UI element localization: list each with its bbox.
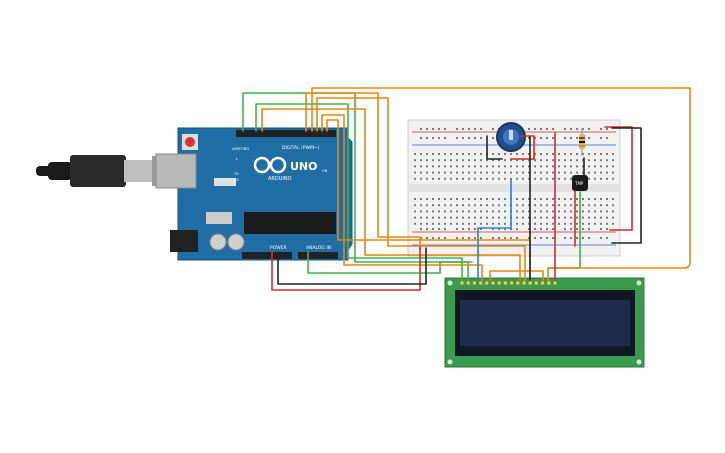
red-wire	[510, 135, 535, 160]
orange-wire	[321, 114, 483, 281]
capacitor	[209, 233, 227, 251]
tx-label: TX	[233, 172, 239, 176]
lcd-pin[interactable]	[503, 280, 508, 286]
power-label: POWER	[270, 245, 287, 251]
resistor[interactable]	[579, 128, 585, 156]
lcd-pin[interactable]	[534, 280, 539, 286]
rx-label: RX	[234, 178, 239, 182]
digital-label: DIGITAL (PWM~)	[282, 145, 320, 151]
red-wire	[271, 246, 421, 291]
lcd-pin[interactable]	[484, 280, 490, 286]
lcd-pin[interactable]	[459, 280, 465, 286]
black-wire	[486, 135, 503, 160]
lcd-screen	[460, 300, 630, 346]
red-wire	[604, 126, 633, 231]
usb-port	[155, 153, 197, 189]
black-wire	[277, 247, 427, 285]
mount-hole	[447, 359, 453, 365]
temperature-sensor[interactable]: TMP	[572, 175, 588, 191]
logo-text: ARDUINO	[268, 176, 292, 182]
lcd-pin-header	[459, 280, 558, 286]
lcd-pin[interactable]	[465, 280, 471, 286]
lcd-pin[interactable]	[527, 280, 533, 286]
arduino-uno-board[interactable]: ARDUINO UNO DIGITAL (PWM~) POWER ANALOG …	[155, 127, 353, 261]
power-jack	[170, 230, 198, 252]
atmega-chip	[244, 212, 336, 234]
green-wire	[307, 251, 473, 274]
lcd-pin[interactable]	[496, 280, 502, 286]
orange-wire	[316, 97, 526, 281]
blue-wire	[477, 179, 512, 281]
lcd-pin[interactable]	[490, 280, 496, 286]
lcd-pin[interactable]	[472, 280, 477, 286]
l-led-label: L	[236, 157, 238, 161]
reset-button-cap[interactable]	[185, 137, 195, 147]
lcd-pin[interactable]	[540, 280, 545, 286]
lcd-display[interactable]	[444, 277, 645, 368]
analog-header	[298, 252, 338, 259]
mount-hole	[636, 280, 642, 286]
lcd-pin[interactable]	[509, 280, 514, 286]
digital-header	[236, 130, 336, 137]
lcd-pin[interactable]	[552, 280, 558, 286]
capacitor	[227, 233, 245, 251]
lcd-pin[interactable]	[515, 280, 521, 286]
lcd-pin[interactable]	[546, 280, 552, 286]
black-wire	[611, 127, 642, 244]
model-label: UNO	[290, 160, 318, 173]
potentiometer[interactable]	[496, 122, 526, 152]
lcd-pin[interactable]	[521, 280, 527, 286]
voltage-regulator	[206, 212, 232, 224]
mount-hole	[636, 359, 642, 365]
orange-wire	[311, 87, 691, 281]
orange-wire	[305, 92, 421, 251]
aref-label: AREF	[232, 147, 241, 151]
lcd-pin[interactable]	[478, 280, 483, 286]
crystal	[214, 178, 236, 186]
center-channel	[408, 184, 620, 192]
mount-hole	[447, 280, 453, 286]
orange-wire	[261, 108, 521, 281]
sensor-label: TMP	[574, 181, 584, 186]
arduino-logo: ARDUINO UNO	[253, 156, 318, 182]
orange-wire	[489, 270, 544, 281]
wires	[242, 87, 691, 291]
gnd-label: GND	[241, 147, 249, 151]
power-header	[242, 252, 292, 259]
analog-label: ANALOG IN	[306, 245, 331, 251]
on-led-label: ON	[322, 169, 328, 173]
